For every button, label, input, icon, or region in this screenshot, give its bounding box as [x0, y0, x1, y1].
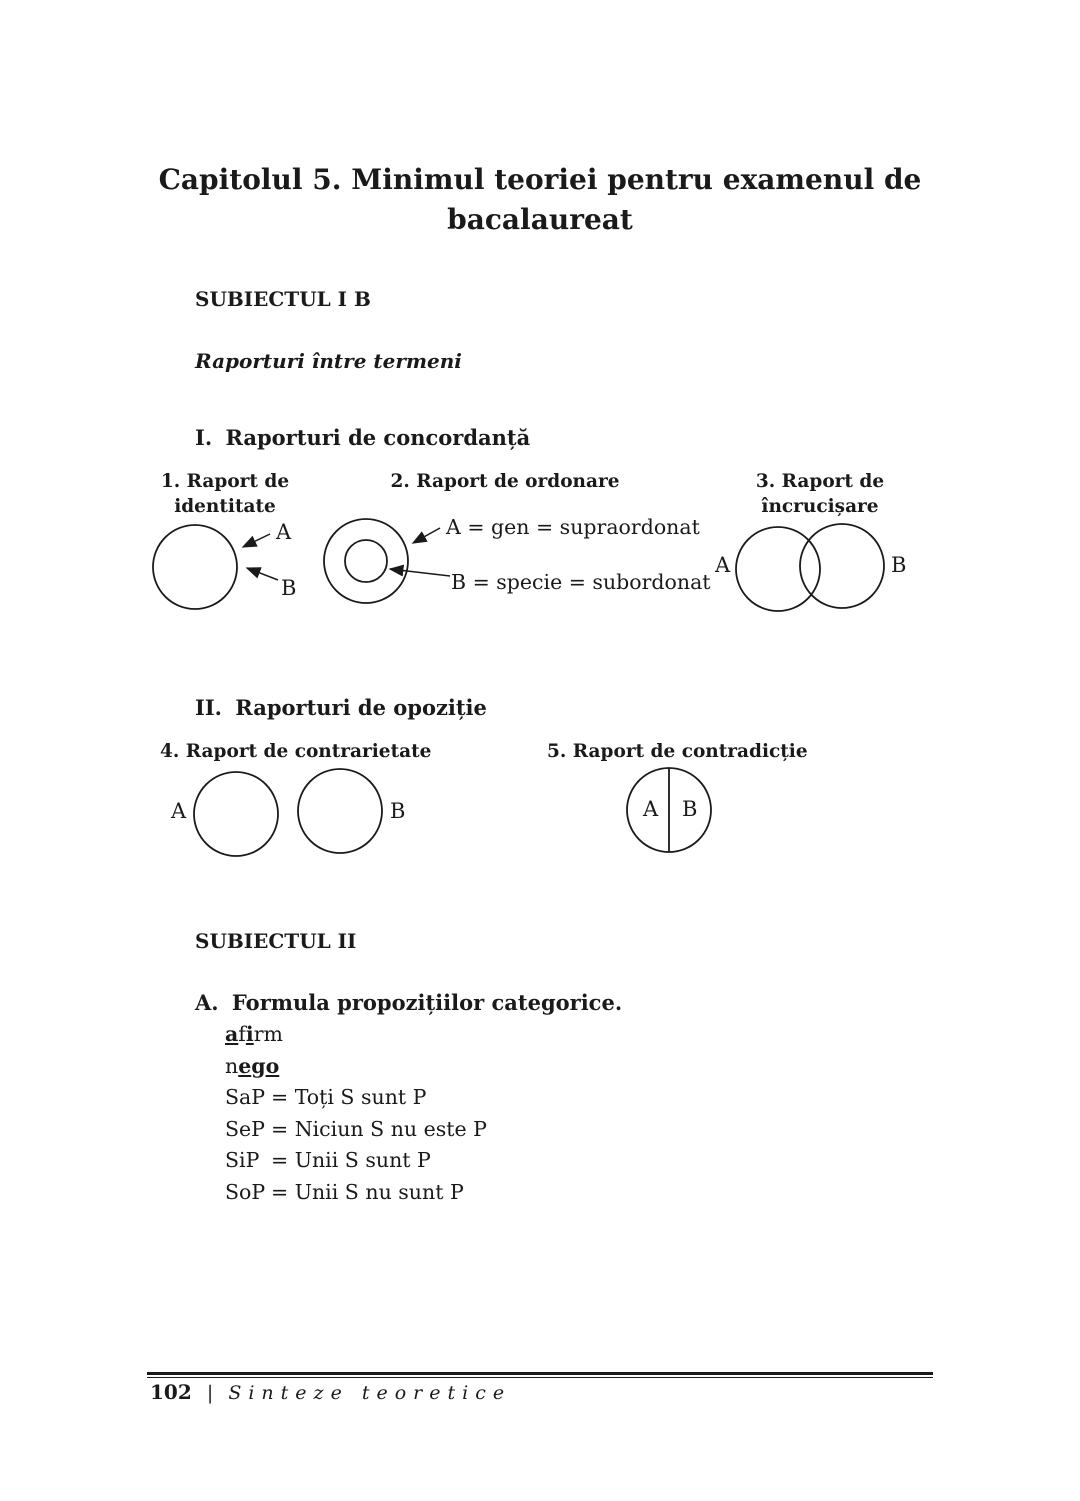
- footer-separator: |: [206, 1382, 214, 1404]
- identity-arrow-a: [241, 533, 271, 548]
- contrariety-letter-a: A: [170, 799, 187, 823]
- crossing-letter-a: A: [714, 553, 731, 577]
- section-2-heading: II. Raporturi de opoziție: [195, 695, 487, 720]
- section-a-number: A.: [195, 990, 219, 1015]
- nego-n: n: [225, 1053, 239, 1078]
- formula-row: SeP= Niciun S nu este P: [225, 1114, 487, 1146]
- section-1-number: I.: [195, 425, 213, 450]
- identity-label-line1: 1. Raport de: [160, 471, 290, 492]
- contrariety-circle-b: [297, 768, 383, 854]
- afirm-rm: rm: [253, 1022, 283, 1046]
- formula-meaning: = Unii S nu sunt P: [271, 1179, 464, 1204]
- footer: 102 | Sinteze teoretice: [150, 1380, 511, 1404]
- formula-meaning: = Niciun S nu este P: [271, 1116, 487, 1141]
- formula-meaning: = Toți S sunt P: [271, 1085, 427, 1109]
- identity-label: 1. Raport de identitate: [140, 469, 310, 519]
- crossing-letter-b: B: [891, 553, 906, 577]
- ordering-a-text: A = gen = supraordonat: [445, 515, 701, 539]
- crossing-circle-b: [799, 523, 885, 609]
- nego-g: g: [251, 1053, 266, 1078]
- section-1-title: Raporturi de concordanță: [225, 425, 531, 450]
- subject-1b-heading: SUBIECTUL I B: [195, 287, 371, 311]
- formula-row: SaP= Toți S sunt P: [225, 1082, 487, 1114]
- section-1-heading: I. Raporturi de concordanță: [195, 425, 530, 450]
- ordering-label: 2. Raport de ordonare: [390, 471, 620, 492]
- ordering-b-text: B = specie = subordonat: [451, 570, 711, 594]
- formula-meaning: = Unii S sunt P: [271, 1148, 431, 1172]
- contrariety-label: 4. Raport de contrarietate: [160, 741, 432, 762]
- mnemonic-nego: nego: [225, 1051, 487, 1083]
- footer-rule-thick: [147, 1372, 933, 1375]
- formula-symbol: SeP: [225, 1116, 265, 1141]
- identity-letter-a: A: [275, 520, 292, 544]
- contradiction-label: 5. Raport de contradicție: [547, 741, 808, 762]
- identity-label-line2: identitate: [174, 496, 276, 517]
- nego-o: o: [265, 1053, 280, 1078]
- contrariety-letter-b: B: [390, 799, 405, 823]
- footer-rule-thin: [147, 1377, 933, 1378]
- formula-symbol: SaP: [225, 1085, 266, 1109]
- crossing-label-line2: încrucișare: [761, 496, 879, 517]
- chapter-title-line2: bacalaureat: [447, 203, 633, 236]
- formula-row: SiP = Unii S sunt P: [225, 1145, 487, 1177]
- crossing-label: 3. Raport de încrucișare: [730, 469, 910, 519]
- ordering-outer-circle: [323, 518, 409, 604]
- identity-letter-b: B: [281, 576, 296, 600]
- section-a-title: Formula propozițiilor categorice.: [231, 990, 623, 1015]
- section-2-title: Raporturi de opoziție: [235, 695, 487, 720]
- formula-list: afirm nego SaP= Toți S sunt P SeP= Niciu…: [225, 1019, 487, 1208]
- ordering-inner-circle: [344, 539, 388, 583]
- section-2-number: II.: [195, 695, 222, 720]
- footer-text: Sinteze teoretice: [228, 1382, 512, 1404]
- contradiction-letter-b: B: [682, 797, 697, 821]
- chapter-title-line1: Capitolul 5. Minimul teoriei pentru exam…: [158, 163, 922, 196]
- page-number: 102: [150, 1380, 192, 1404]
- nego-e: e: [238, 1053, 252, 1078]
- contradiction-letter-a: A: [642, 797, 659, 821]
- section-a-heading: A. Formula propozițiilor categorice.: [195, 990, 622, 1015]
- formula-symbol: SiP: [225, 1148, 260, 1172]
- ordering-arrow-a: [411, 527, 441, 544]
- identity-arrow-b: [245, 567, 279, 581]
- subject-2-heading: SUBIECTUL II: [195, 929, 357, 953]
- crossing-label-line1: 3. Raport de: [755, 471, 885, 492]
- identity-circle: [152, 524, 238, 610]
- subject-1b-subheading: Raporturi între termeni: [195, 349, 462, 373]
- formula-row: SoP= Unii S nu sunt P: [225, 1177, 487, 1209]
- afirm-a: a: [225, 1022, 239, 1046]
- afirm-f: f: [238, 1022, 246, 1046]
- mnemonic-afirm: afirm: [225, 1019, 487, 1051]
- contrariety-circle-a: [193, 771, 279, 857]
- ordering-arrow-b: [388, 564, 451, 577]
- afirm-i: i: [245, 1022, 254, 1046]
- formula-symbol: SoP: [225, 1179, 266, 1204]
- crossing-circle-a: [735, 526, 821, 612]
